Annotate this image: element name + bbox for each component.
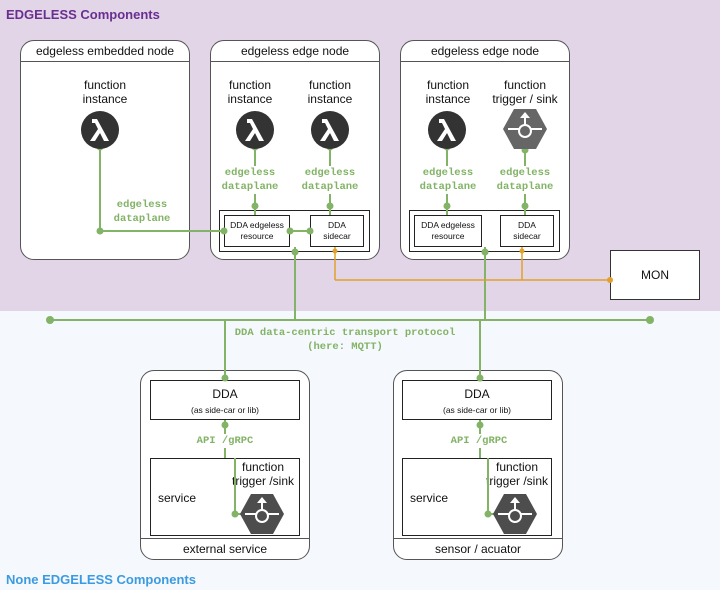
edgeless-region-title: EDGELESS Components xyxy=(6,7,160,22)
sensor-function-label: function trigger /sink xyxy=(485,460,549,488)
edge1-dataplane2-label: edgeless dataplane xyxy=(301,167,359,193)
external-service-footer: external service xyxy=(141,538,309,559)
edge2-dataplane1-label: edgeless dataplane xyxy=(419,167,477,193)
sensor-dda-title: DDA xyxy=(464,387,490,401)
edge2-dda-sidecar-label: DDA sidecar xyxy=(513,220,541,241)
edge1-dataplane1-label: edgeless dataplane xyxy=(221,167,279,193)
sensor-dda-box[interactable]: DDA (as side-car or lib) xyxy=(402,380,552,420)
lambda-icon xyxy=(311,111,349,149)
lambda-icon xyxy=(428,111,466,149)
edge2-dataplane2-label: edgeless dataplane xyxy=(496,167,554,193)
embedded-dataplane-label: edgeless dataplane xyxy=(113,199,171,225)
external-api-label: API /gRPC xyxy=(196,435,254,447)
sensor-footer: sensor / acuator xyxy=(394,538,562,559)
lambda-icon xyxy=(236,111,274,149)
trigger-sink-icon xyxy=(503,109,547,149)
non-edgeless-components-region xyxy=(0,311,720,590)
edge1-function2-label: function instance xyxy=(307,78,353,106)
bus-label: DDA data-centric transport protocol (her… xyxy=(234,327,456,353)
external-dda-title: DDA xyxy=(212,387,238,401)
edge1-dda-sidecar[interactable]: DDA sidecar xyxy=(310,215,364,247)
edge2-dda-resource-label: DDA edgeless resource xyxy=(421,220,475,241)
edge-node-2-header: edgeless edge node xyxy=(401,41,569,62)
sensor-api-label: API /gRPC xyxy=(450,435,508,447)
external-dda-subtitle: (as side-car or lib) xyxy=(190,405,260,415)
edge1-dda-resource[interactable]: DDA edgeless resource xyxy=(224,215,290,247)
embedded-node-header: edgeless embedded node xyxy=(21,41,189,62)
embedded-function-label: function instance xyxy=(82,78,128,106)
external-dda-box[interactable]: DDA (as side-car or lib) xyxy=(150,380,300,420)
mon-label: MON xyxy=(641,268,669,282)
edge1-dda-resource-label: DDA edgeless resource xyxy=(230,220,284,241)
trigger-sink-icon xyxy=(493,494,537,534)
edge2-function2-label: function trigger / sink xyxy=(492,78,558,106)
sensor-service-label: service xyxy=(410,491,449,505)
mon-box[interactable]: MON xyxy=(610,250,700,300)
trigger-sink-icon xyxy=(240,494,284,534)
embedded-node[interactable]: edgeless embedded node xyxy=(20,40,190,260)
edge2-function1-label: function instance xyxy=(425,78,471,106)
external-function-label: function trigger /sink xyxy=(231,460,295,488)
edge2-dda-sidecar[interactable]: DDA sidecar xyxy=(500,215,554,247)
edge2-dda-resource[interactable]: DDA edgeless resource xyxy=(414,215,482,247)
non-edgeless-region-title: None EDGELESS Components xyxy=(6,572,196,587)
lambda-icon xyxy=(81,111,119,149)
external-service-label: service xyxy=(158,491,197,505)
sensor-dda-subtitle: (as side-car or lib) xyxy=(442,405,512,415)
edge-node-1-header: edgeless edge node xyxy=(211,41,379,62)
edge1-dda-sidecar-label: DDA sidecar xyxy=(323,220,351,241)
edge1-function1-label: function instance xyxy=(227,78,273,106)
